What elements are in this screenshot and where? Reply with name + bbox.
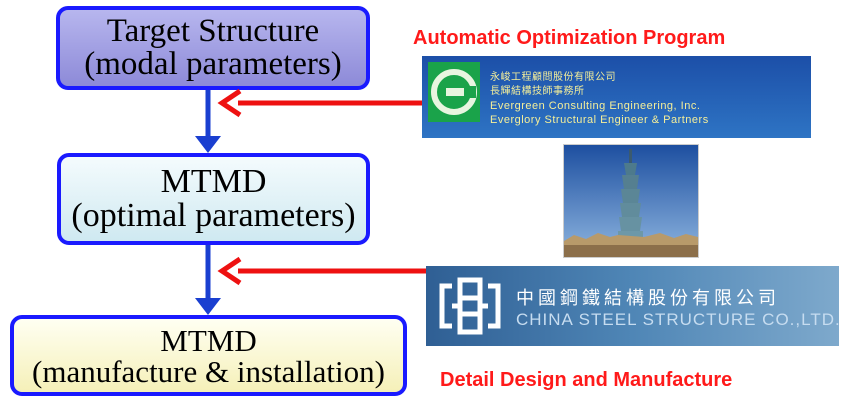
evergreen-name-cn: 永峻工程顧問股份有限公司 [490, 72, 616, 83]
evergreen-emblem-icon [428, 62, 480, 122]
skyscraper-image-icon [564, 145, 698, 257]
china-steel-name-cn: 中國鋼鐵結構股份有限公司 [516, 288, 780, 309]
mtmd-optimal-box: MTMD (optimal parameters) [57, 153, 370, 245]
flow-arrow-1 [195, 90, 221, 153]
taipei-101-photo [563, 144, 699, 258]
input-arrow-manufacture [217, 256, 426, 286]
evergreen-name-en: Evergreen Consulting Engineering, Inc. [490, 100, 701, 112]
mtmd-manufacture-title: MTMD [160, 322, 257, 358]
everglory-name-en: Everglory Structural Engineer & Partners [490, 114, 709, 126]
china-steel-emblem-icon [439, 277, 501, 335]
input-arrow-optimization [217, 88, 422, 118]
optimization-program-label: Automatic Optimization Program [413, 27, 726, 49]
china-steel-logo: 中國鋼鐵結構股份有限公司 CHINA STEEL STRUCTURE CO.,L… [426, 266, 839, 346]
target-structure-box: Target Structure (modal parameters) [56, 6, 370, 90]
mtmd-manufacture-box: MTMD (manufacture & installation) [10, 315, 407, 396]
target-structure-title: Target Structure [106, 13, 320, 49]
detail-design-label: Detail Design and Manufacture [440, 369, 733, 391]
mtmd-optimal-subtitle: (optimal parameters) [71, 197, 356, 234]
everglory-name-cn: 長輝結構技師事務所 [490, 86, 585, 97]
mtmd-manufacture-subtitle: (manufacture & installation) [32, 353, 385, 389]
china-steel-name-en: CHINA STEEL STRUCTURE CO.,LTD. [516, 310, 839, 329]
target-structure-subtitle: (modal parameters) [84, 46, 342, 82]
flow-arrow-2 [195, 245, 221, 315]
mtmd-optimal-title: MTMD [160, 163, 267, 200]
evergreen-logo: 永峻工程顧問股份有限公司 長輝結構技師事務所 Evergreen Consult… [422, 56, 811, 138]
